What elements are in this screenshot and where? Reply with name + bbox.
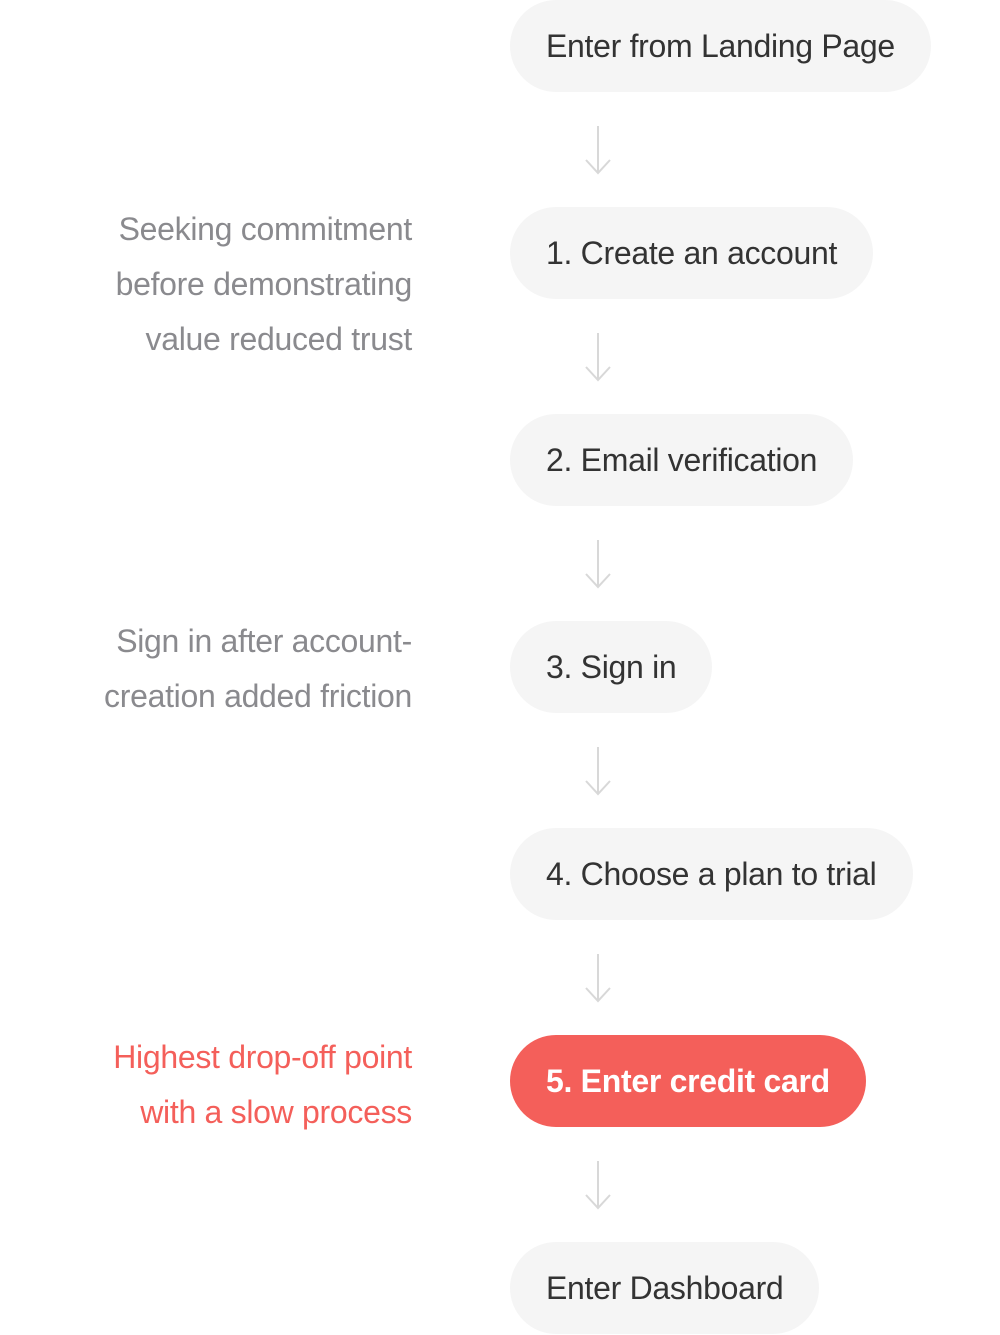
down-arrow-icon (585, 540, 611, 589)
step-choose-plan: 4. Choose a plan to trial (510, 828, 913, 920)
note-line: before demonstrating (115, 266, 413, 302)
down-arrow-icon (585, 747, 611, 796)
note-line: with a slow process (140, 1094, 412, 1130)
step-enter-credit-card: 5. Enter credit card (510, 1035, 866, 1127)
step-label: 5. Enter credit card (546, 1062, 830, 1099)
step-label: 2. Email verification (546, 441, 818, 478)
step-label: 3. Sign in (546, 648, 677, 685)
down-arrow-icon (585, 126, 611, 175)
down-arrow-icon (585, 333, 611, 382)
down-arrow-icon (585, 954, 611, 1003)
note-friction: Sign in after account- creation added fr… (12, 614, 412, 724)
step-sign-in: 3. Sign in (510, 621, 713, 713)
note-line: value reduced trust (145, 321, 413, 357)
step-label: 1. Create an account (546, 234, 838, 271)
step-enter-dashboard: Enter Dashboard (510, 1242, 820, 1334)
note-line: Highest drop-off point (113, 1039, 412, 1075)
note-line: Seeking commitment (118, 211, 413, 247)
step-email-verification: 2. Email verification (510, 414, 854, 506)
step-label: Enter Dashboard (546, 1269, 784, 1306)
step-label: 4. Choose a plan to trial (546, 855, 877, 892)
note-line: Sign in after account- (116, 623, 412, 659)
step-create-account: 1. Create an account (510, 207, 874, 299)
step-enter-from-landing-page: Enter from Landing Page (510, 0, 931, 92)
note-drop-off: Highest drop-off point with a slow proce… (12, 1030, 412, 1140)
down-arrow-icon (585, 1161, 611, 1210)
note-line: creation added friction (104, 678, 412, 714)
note-trust: Seeking commitment before demonstrating … (12, 202, 413, 367)
step-label: Enter from Landing Page (546, 27, 895, 64)
